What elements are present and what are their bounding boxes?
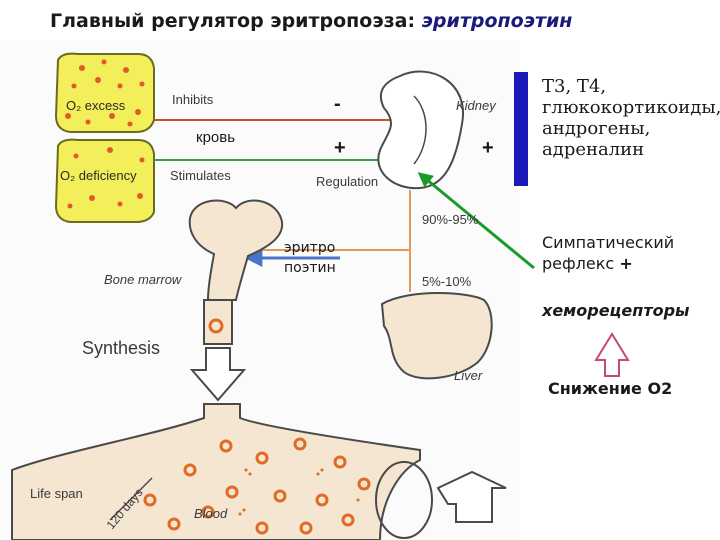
liver-label: Liver xyxy=(454,368,483,383)
reflex-note: Симпатический рефлекс + xyxy=(542,232,674,274)
hormone-bar xyxy=(514,72,528,186)
title-emphasis: эритропоэтин xyxy=(421,10,573,32)
o2-excess-label: O₂ excess xyxy=(66,98,126,113)
regulation-label: Regulation xyxy=(316,174,378,189)
pct-kidney-label: 90%-95% xyxy=(422,212,479,227)
inhibits-label: Inhibits xyxy=(172,92,214,107)
minus-sign: - xyxy=(334,93,341,115)
blood-label: Blood xyxy=(194,506,228,521)
hormones-note: Т3, Т4, глюкокортикоиды, андрогены, адре… xyxy=(542,76,720,160)
plus-sign-right: + xyxy=(482,137,494,159)
synthesis-arrow xyxy=(189,347,247,402)
chemoreceptors-note: хеморецепторы xyxy=(542,301,690,320)
reflex-text: Симпатический рефлекс xyxy=(542,233,675,273)
bone-marrow-label: Bone marrow xyxy=(104,272,183,287)
o2-drop-note: Снижение О2 xyxy=(548,379,673,398)
reflex-plus: + xyxy=(619,254,633,273)
bone-shape xyxy=(188,199,284,301)
o2-deficiency-label: O₂ deficiency xyxy=(60,168,137,183)
plus-sign-left: + xyxy=(334,137,346,159)
o2-deficiency-box xyxy=(54,138,155,223)
title-prefix: Главный регулятор эритропоэза: xyxy=(50,10,416,32)
blood-vessel xyxy=(11,403,421,540)
lifespan-pointer xyxy=(109,477,153,521)
pct-liver-label: 5%-10% xyxy=(422,274,472,289)
page-title: Главный регулятор эритропоэза: эритропоэ… xyxy=(50,10,572,32)
epo-label: эритро поэтин xyxy=(284,240,336,276)
kidney-shape xyxy=(377,70,465,190)
stimulates-label: Stimulates xyxy=(170,168,231,183)
up-arrow xyxy=(594,332,630,377)
o2-excess-box xyxy=(54,52,155,133)
reflex-arrow xyxy=(417,172,535,270)
blood-ru-label: кровь xyxy=(196,129,235,146)
synthesis-label: Synthesis xyxy=(82,338,160,358)
liver-shape xyxy=(380,292,493,380)
kidney-label: Kidney xyxy=(456,98,497,113)
life-span-label: Life span xyxy=(30,486,83,501)
